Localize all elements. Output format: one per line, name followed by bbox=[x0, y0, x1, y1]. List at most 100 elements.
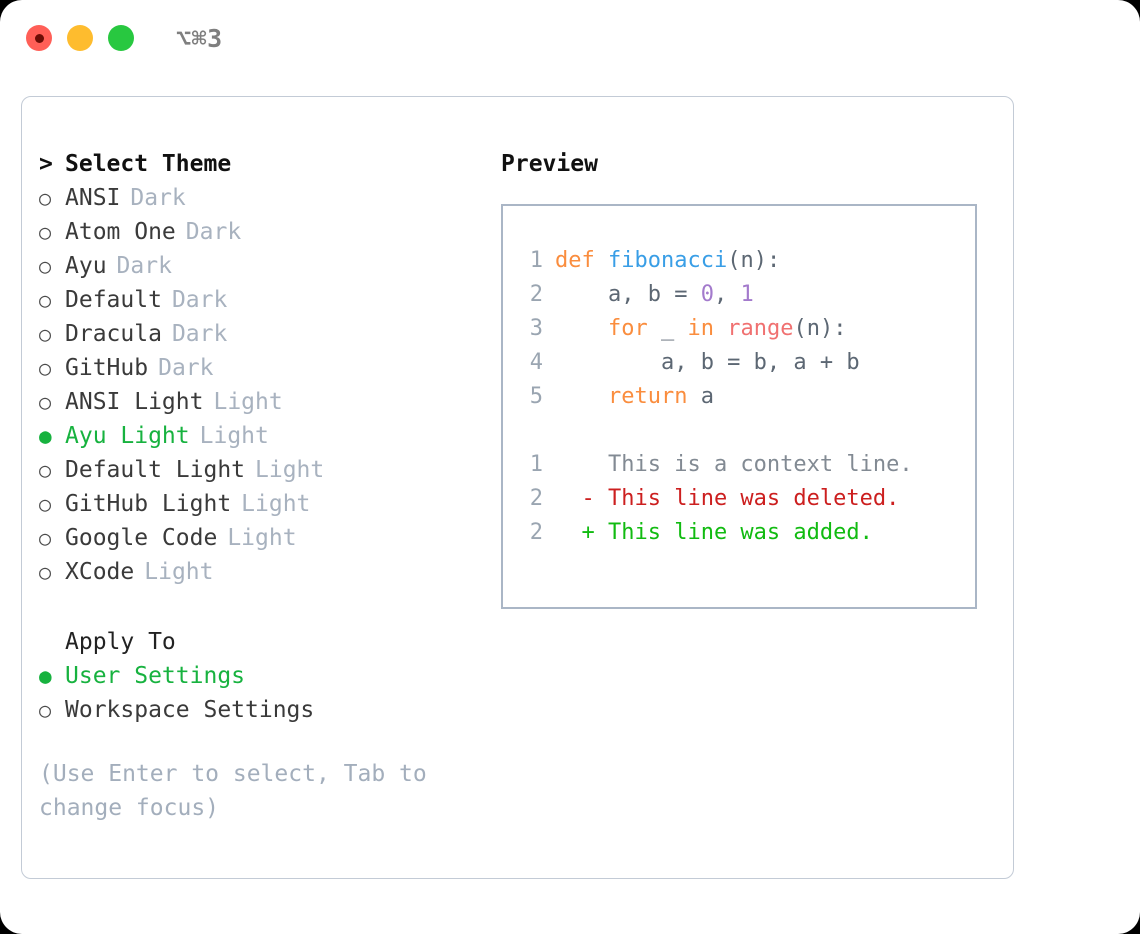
radio-empty-icon: ○ bbox=[39, 356, 52, 380]
code-token: _ bbox=[647, 316, 688, 341]
keyboard-hint: (Use Enter to select, Tab to change focu… bbox=[39, 761, 427, 821]
theme-name: GitHub bbox=[65, 355, 149, 381]
code-token: 1 bbox=[740, 282, 754, 307]
code-token: return bbox=[607, 384, 688, 409]
radio-empty-icon: ○ bbox=[39, 186, 52, 210]
diff-text: This is a context line. bbox=[555, 452, 913, 477]
code-token: for bbox=[607, 316, 648, 341]
code-token: a, b = b, a + b bbox=[555, 350, 860, 375]
radio-selected-icon: ● bbox=[39, 664, 52, 688]
apply-to-list: ● User Settings ○Workspace Settings bbox=[39, 659, 479, 727]
diff-text: - This line was deleted. bbox=[555, 486, 900, 511]
theme-name: Ayu bbox=[65, 253, 107, 279]
code-token: fibonacci bbox=[608, 248, 728, 273]
radio-empty-icon: ○ bbox=[39, 220, 52, 244]
apply-to-option-user-settings[interactable]: ● User Settings bbox=[39, 659, 479, 693]
code-token bbox=[714, 316, 727, 341]
line-number: 4 bbox=[529, 350, 543, 375]
code-token: 0 bbox=[700, 282, 714, 307]
theme-name: GitHub Light bbox=[65, 491, 232, 517]
theme-name: ANSI Light bbox=[65, 389, 204, 415]
caret-icon: > bbox=[39, 151, 53, 177]
theme-kind-badge: Dark bbox=[171, 321, 228, 347]
radio-selected-icon: ● bbox=[39, 424, 52, 448]
theme-kind-badge: Dark bbox=[130, 185, 186, 211]
code-line: 1 def fibonacci(n): bbox=[517, 244, 975, 278]
maximize-button[interactable] bbox=[108, 25, 134, 51]
theme-kind-badge: Dark bbox=[116, 253, 172, 279]
theme-kind-badge: Light bbox=[213, 389, 283, 415]
close-button[interactable] bbox=[26, 25, 52, 51]
apply-to-heading: Apply To bbox=[65, 629, 176, 655]
theme-kind-badge: Light bbox=[144, 559, 214, 585]
theme-kind-badge: Dark bbox=[158, 355, 214, 381]
code-line: 3 for _ in range(n): bbox=[517, 312, 975, 346]
theme-kind-badge: Dark bbox=[171, 287, 228, 313]
theme-option-github-light[interactable]: ○ GitHub Light Light bbox=[39, 487, 479, 521]
apply-to-section: Apply To ● User Settings ○Workspace Settin… bbox=[39, 625, 479, 727]
select-theme-heading: > Select Theme bbox=[39, 147, 479, 181]
code-spacer bbox=[517, 414, 975, 448]
line-number: 2 bbox=[529, 282, 543, 307]
radio-empty-icon: ○ bbox=[39, 322, 52, 346]
code-token: a bbox=[687, 384, 714, 409]
select-theme-label: Select Theme bbox=[65, 151, 232, 177]
code-token: def bbox=[555, 248, 595, 273]
code-token: , bbox=[713, 282, 741, 307]
theme-option-ayu-light[interactable]: ● Ayu Light Light bbox=[39, 419, 479, 453]
theme-name: XCode bbox=[65, 559, 135, 585]
theme-name: Default Light bbox=[65, 457, 246, 483]
minimize-button[interactable] bbox=[67, 25, 93, 51]
theme-option-xcode[interactable]: ○ XCode Light bbox=[39, 555, 479, 589]
theme-option-ansi-light[interactable]: ○ ANSI Light Light bbox=[39, 385, 479, 419]
radio-empty-icon: ○ bbox=[39, 390, 52, 414]
radio-empty-icon: ○ bbox=[39, 560, 52, 584]
theme-name: Ayu Light bbox=[65, 423, 190, 449]
code-token: (n): bbox=[727, 248, 781, 273]
theme-kind-badge: Dark bbox=[185, 219, 242, 245]
code-token: in bbox=[687, 316, 714, 341]
diff-line-ctx: 1 This is a context line. bbox=[517, 448, 975, 482]
theme-kind-badge: Light bbox=[255, 457, 325, 483]
code-token bbox=[595, 248, 608, 273]
diff-sample: 1 This is a context line. 2 - This line w… bbox=[517, 448, 975, 550]
theme-option-github[interactable]: ○ GitHub Dark bbox=[39, 351, 479, 385]
line-number: 5 bbox=[529, 384, 543, 409]
title-bar: ⌥⌘3 bbox=[0, 0, 1140, 76]
apply-to-option-workspace-settings[interactable]: ○Workspace Settings bbox=[39, 693, 479, 727]
theme-name: ANSI bbox=[65, 185, 121, 211]
theme-name: Dracula bbox=[65, 321, 162, 347]
preview-heading: Preview bbox=[501, 151, 598, 177]
theme-option-ansi[interactable]: ○ ANSI Dark bbox=[39, 181, 479, 215]
apply-to-label: User Settings bbox=[65, 663, 246, 689]
line-number: 1 bbox=[529, 248, 543, 273]
theme-name: Default bbox=[65, 287, 162, 313]
theme-name: Google Code bbox=[65, 525, 218, 551]
radio-empty-icon: ○ bbox=[39, 526, 52, 550]
line-number: 2 bbox=[529, 486, 543, 511]
apply-to-label: Workspace Settings bbox=[65, 697, 315, 723]
radio-empty-icon: ○ bbox=[39, 458, 52, 482]
radio-empty-icon: ○ bbox=[39, 254, 52, 278]
theme-option-ayu[interactable]: ○ Ayu Dark bbox=[39, 249, 479, 283]
radio-empty-icon: ○ bbox=[39, 492, 52, 516]
theme-option-google-code[interactable]: ○ Google Code Light bbox=[39, 521, 479, 555]
theme-kind-badge: Light bbox=[199, 423, 269, 449]
theme-option-dracula[interactable]: ○ Dracula Dark bbox=[39, 317, 479, 351]
theme-option-default-light[interactable]: ○ Default Light Light bbox=[39, 453, 479, 487]
line-number: 1 bbox=[529, 452, 543, 477]
theme-kind-badge: Light bbox=[227, 525, 297, 551]
diff-text: + This line was added. bbox=[555, 520, 873, 545]
diff-line-add: 2 + This line was added. bbox=[517, 516, 975, 550]
theme-kind-badge: Light bbox=[241, 491, 311, 517]
line-number: 2 bbox=[529, 520, 543, 545]
code-line: 5 return a bbox=[517, 380, 975, 414]
theme-option-default[interactable]: ○ Default Dark bbox=[39, 283, 479, 317]
radio-empty-icon: ○ bbox=[39, 288, 52, 312]
window-title-shortcut: ⌥⌘3 bbox=[176, 23, 223, 53]
